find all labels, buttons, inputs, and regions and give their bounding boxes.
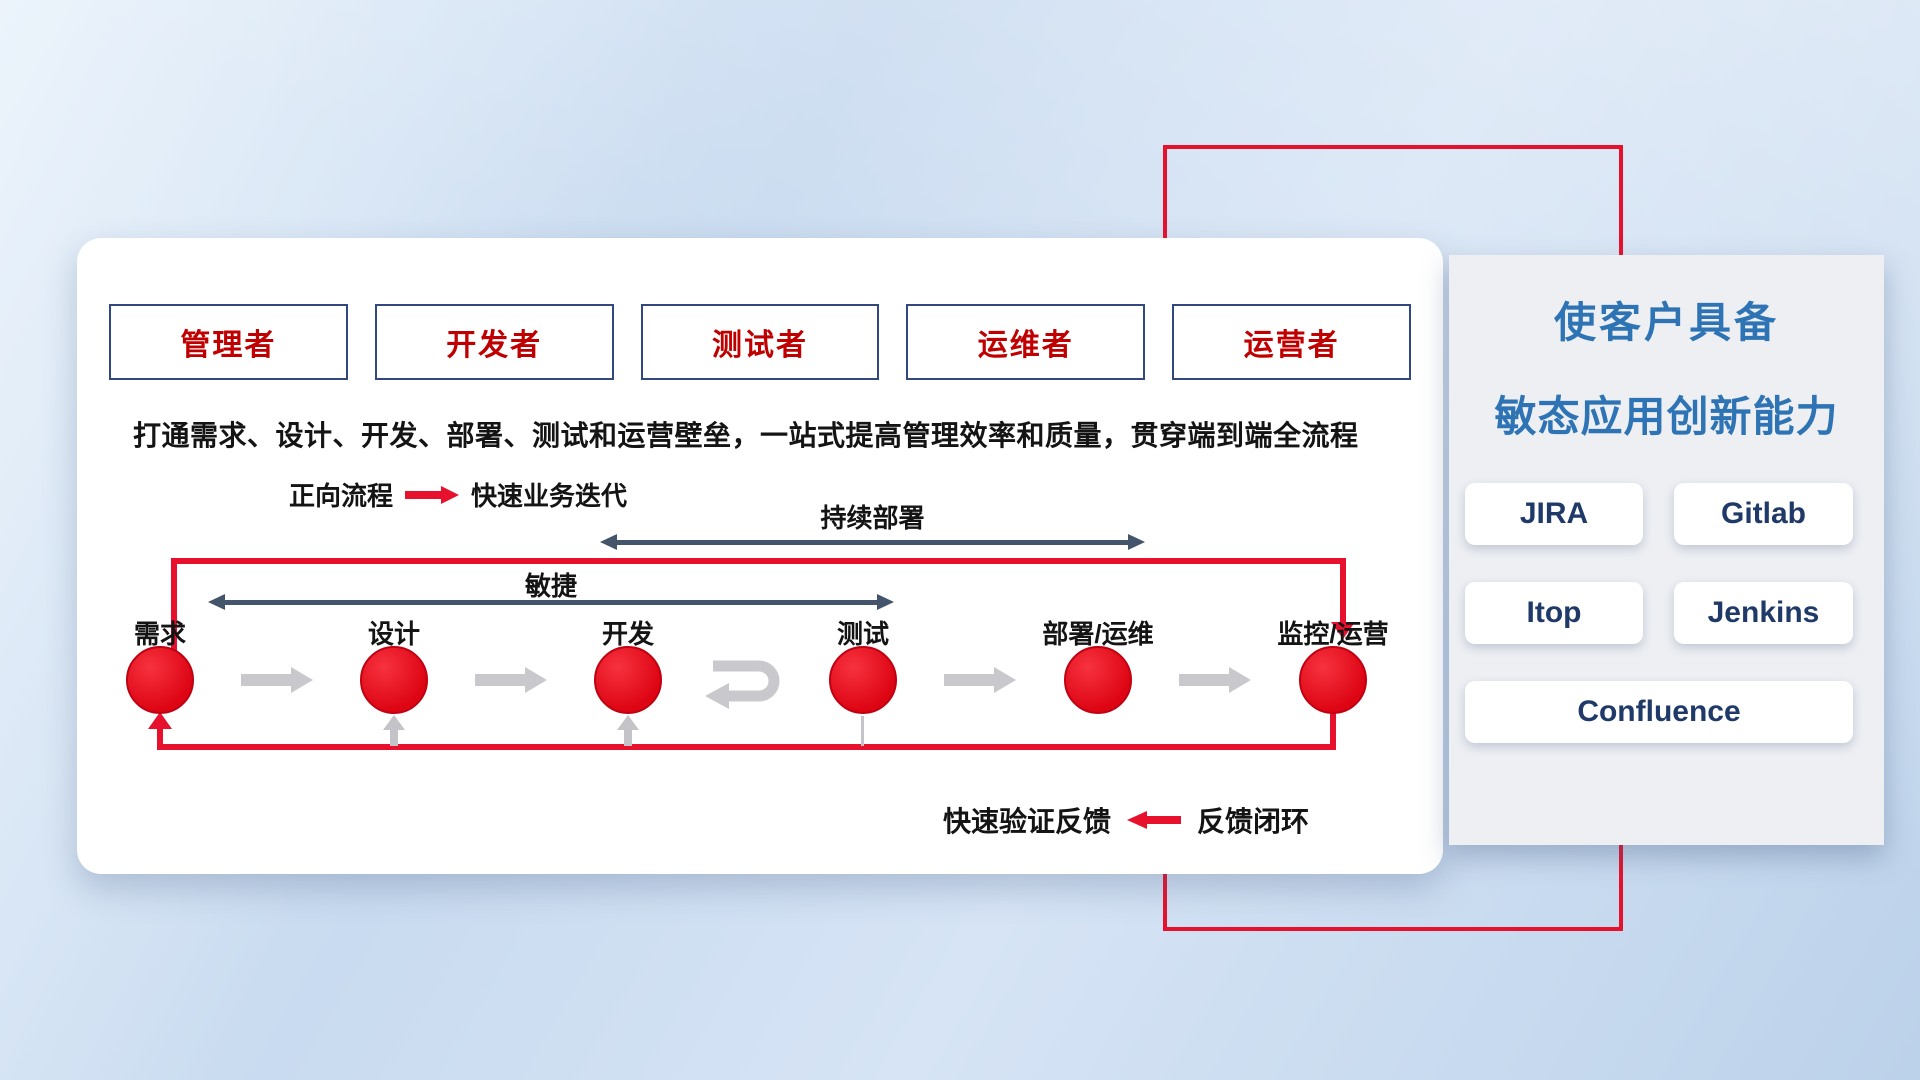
tool-badge-jenkins: Jenkins <box>1674 582 1853 644</box>
feedback-loop-label: 反馈闭环 <box>1197 806 1310 837</box>
role-box-ops: 运维者 <box>906 304 1146 380</box>
feedback-arrow-icon <box>1127 811 1182 829</box>
stage-node-test <box>829 646 897 714</box>
continuous-deploy-label: 持续部署 <box>820 503 925 533</box>
feedback-up-arrow-icon <box>624 730 632 746</box>
forward-loop-arrow-down-icon <box>1331 622 1355 639</box>
devops-flow-panel: 管理者 开发者 测试者 运维者 运营者 打通需求、设计、开发、部署、测试和运营壁… <box>77 238 1443 874</box>
stage-node-monitor-operate <box>1299 646 1367 714</box>
stage-node-deploy-ops <box>1064 646 1132 714</box>
stage-label-requirement: 需求 <box>133 619 186 649</box>
flow-arrow-icon <box>241 667 313 693</box>
tool-badge-itop: Itop <box>1465 582 1643 644</box>
stage-label-deploy-ops: 部署/运维 <box>1042 619 1154 649</box>
roles-row: 管理者 开发者 测试者 运维者 运营者 <box>109 304 1411 380</box>
role-box-developer: 开发者 <box>374 304 614 380</box>
feedback-loop-bottom-line <box>157 744 1336 750</box>
forward-loop-right-line <box>1340 558 1346 624</box>
tool-badge-gitlab: Gitlab <box>1674 483 1853 545</box>
feedback-loop-left-line <box>157 728 163 746</box>
tool-badge-jira: JIRA <box>1465 483 1643 545</box>
feedback-value-label: 快速验证反馈 <box>943 806 1112 837</box>
stage-node-requirement <box>126 646 194 714</box>
forward-loop-top-line <box>171 558 1346 564</box>
tool-badge-confluence: Confluence <box>1465 681 1853 743</box>
legend-forward: 正向流程 快速业务迭代 <box>289 476 627 513</box>
capability-title-line1: 使客户具备 <box>1553 299 1779 346</box>
forward-arrow-icon <box>405 485 460 504</box>
feedback-loop-arrow-up-icon <box>148 712 172 729</box>
flow-arrow-icon <box>1179 667 1251 693</box>
flow-arrow-icon <box>475 667 547 693</box>
legend-feedback: 快速验证反馈 反馈闭环 <box>943 800 1309 840</box>
feedback-up-arrow-icon <box>390 730 398 746</box>
capability-panel: 使客户具备 敏态应用创新能力 JIRA Gitlab Itop Jenkins … <box>1449 255 1884 845</box>
stage-label-design: 设计 <box>367 619 420 649</box>
feedback-up-arrowhead-icon <box>617 715 639 730</box>
continuous-deploy-span-arrow-icon <box>600 534 1145 551</box>
capability-title-line2: 敏态应用创新能力 <box>1494 393 1839 440</box>
forward-loop-left-line <box>171 558 177 676</box>
flow-arrow-icon <box>944 667 1016 693</box>
stage-node-design <box>360 646 428 714</box>
role-box-manager: 管理者 <box>109 304 348 380</box>
role-box-tester: 测试者 <box>640 304 880 380</box>
iteration-loop-arrow-icon <box>701 650 789 717</box>
stage-label-test: 测试 <box>836 619 889 649</box>
agile-label: 敏捷 <box>524 571 577 601</box>
flow-description: 打通需求、设计、开发、部署、测试和运营壁垒，一站式提高管理效率和质量，贯穿端到端… <box>133 420 1359 451</box>
agile-span-arrow-icon <box>208 594 894 611</box>
stage-label-develop: 开发 <box>601 619 654 649</box>
feedback-up-arrowhead-icon <box>383 715 405 730</box>
stage-label-monitor-operate: 监控/运营 <box>1277 619 1389 649</box>
forward-flow-value: 快速业务迭代 <box>471 481 628 511</box>
role-box-operator: 运营者 <box>1172 304 1411 380</box>
stage-node-develop <box>594 646 662 714</box>
forward-flow-label: 正向流程 <box>289 481 394 511</box>
feedback-connector-line <box>861 716 864 746</box>
